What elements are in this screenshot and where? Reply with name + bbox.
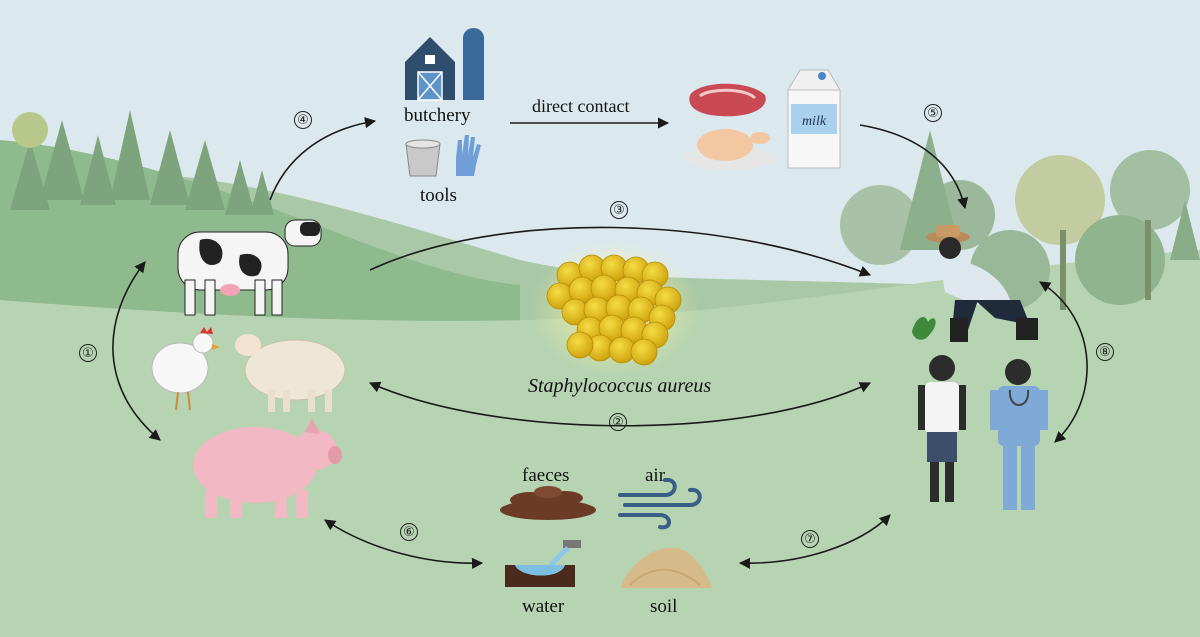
faeces-icon	[500, 486, 596, 520]
right-forest	[840, 130, 1200, 310]
left-forest	[10, 110, 274, 215]
coccus-cell	[630, 338, 658, 366]
arrow-route-8	[1039, 281, 1088, 443]
arrow-route-5	[859, 124, 969, 210]
route-1-number: ①	[79, 344, 97, 362]
direct-contact-label: direct contact	[532, 96, 630, 116]
route-4-number: ④	[294, 111, 312, 129]
coccus-cell	[566, 331, 594, 359]
child-icon	[918, 355, 966, 502]
bucket-icon	[405, 139, 441, 177]
arrow-route-3	[369, 226, 872, 277]
cow-icon	[177, 219, 322, 316]
faeces-label: faeces	[522, 465, 570, 486]
air-icon	[618, 477, 702, 530]
glove-icon	[456, 135, 481, 176]
route-2-number: ②	[609, 413, 627, 431]
butchery-label: butchery	[404, 105, 471, 126]
route-3-number: ③	[610, 201, 628, 219]
pig-icon	[193, 418, 342, 518]
organism-label: Staphylococcus aureus	[528, 375, 712, 397]
sheep-icon	[235, 334, 346, 412]
tools-label: tools	[420, 185, 457, 206]
route-8-number: ⑧	[1096, 343, 1114, 361]
meat-icon	[689, 83, 766, 117]
milk-label: milk	[802, 114, 827, 129]
soil-label: soil	[650, 596, 678, 617]
water-label: water	[522, 596, 565, 617]
arrow-route-7	[738, 514, 891, 569]
route-6-number: ⑥	[400, 523, 418, 541]
staphylococcus-cluster	[530, 240, 700, 376]
barn-icon	[405, 28, 484, 101]
arrow-route-6	[324, 519, 484, 569]
farmer-icon	[912, 225, 1038, 342]
water-icon	[505, 540, 581, 587]
route-7-number: ⑦	[801, 530, 819, 548]
chicken-meat-icon	[685, 129, 775, 170]
arrows	[112, 117, 1088, 569]
milk-carton-icon	[787, 69, 841, 169]
chicken-icon	[151, 327, 220, 411]
soil-icon	[620, 547, 712, 588]
route-5-number: ⑤	[924, 104, 942, 122]
doctor-icon	[990, 359, 1048, 510]
arrow-route-4	[269, 117, 377, 201]
air-label: air	[645, 465, 666, 486]
arrow-route-1	[112, 261, 161, 441]
